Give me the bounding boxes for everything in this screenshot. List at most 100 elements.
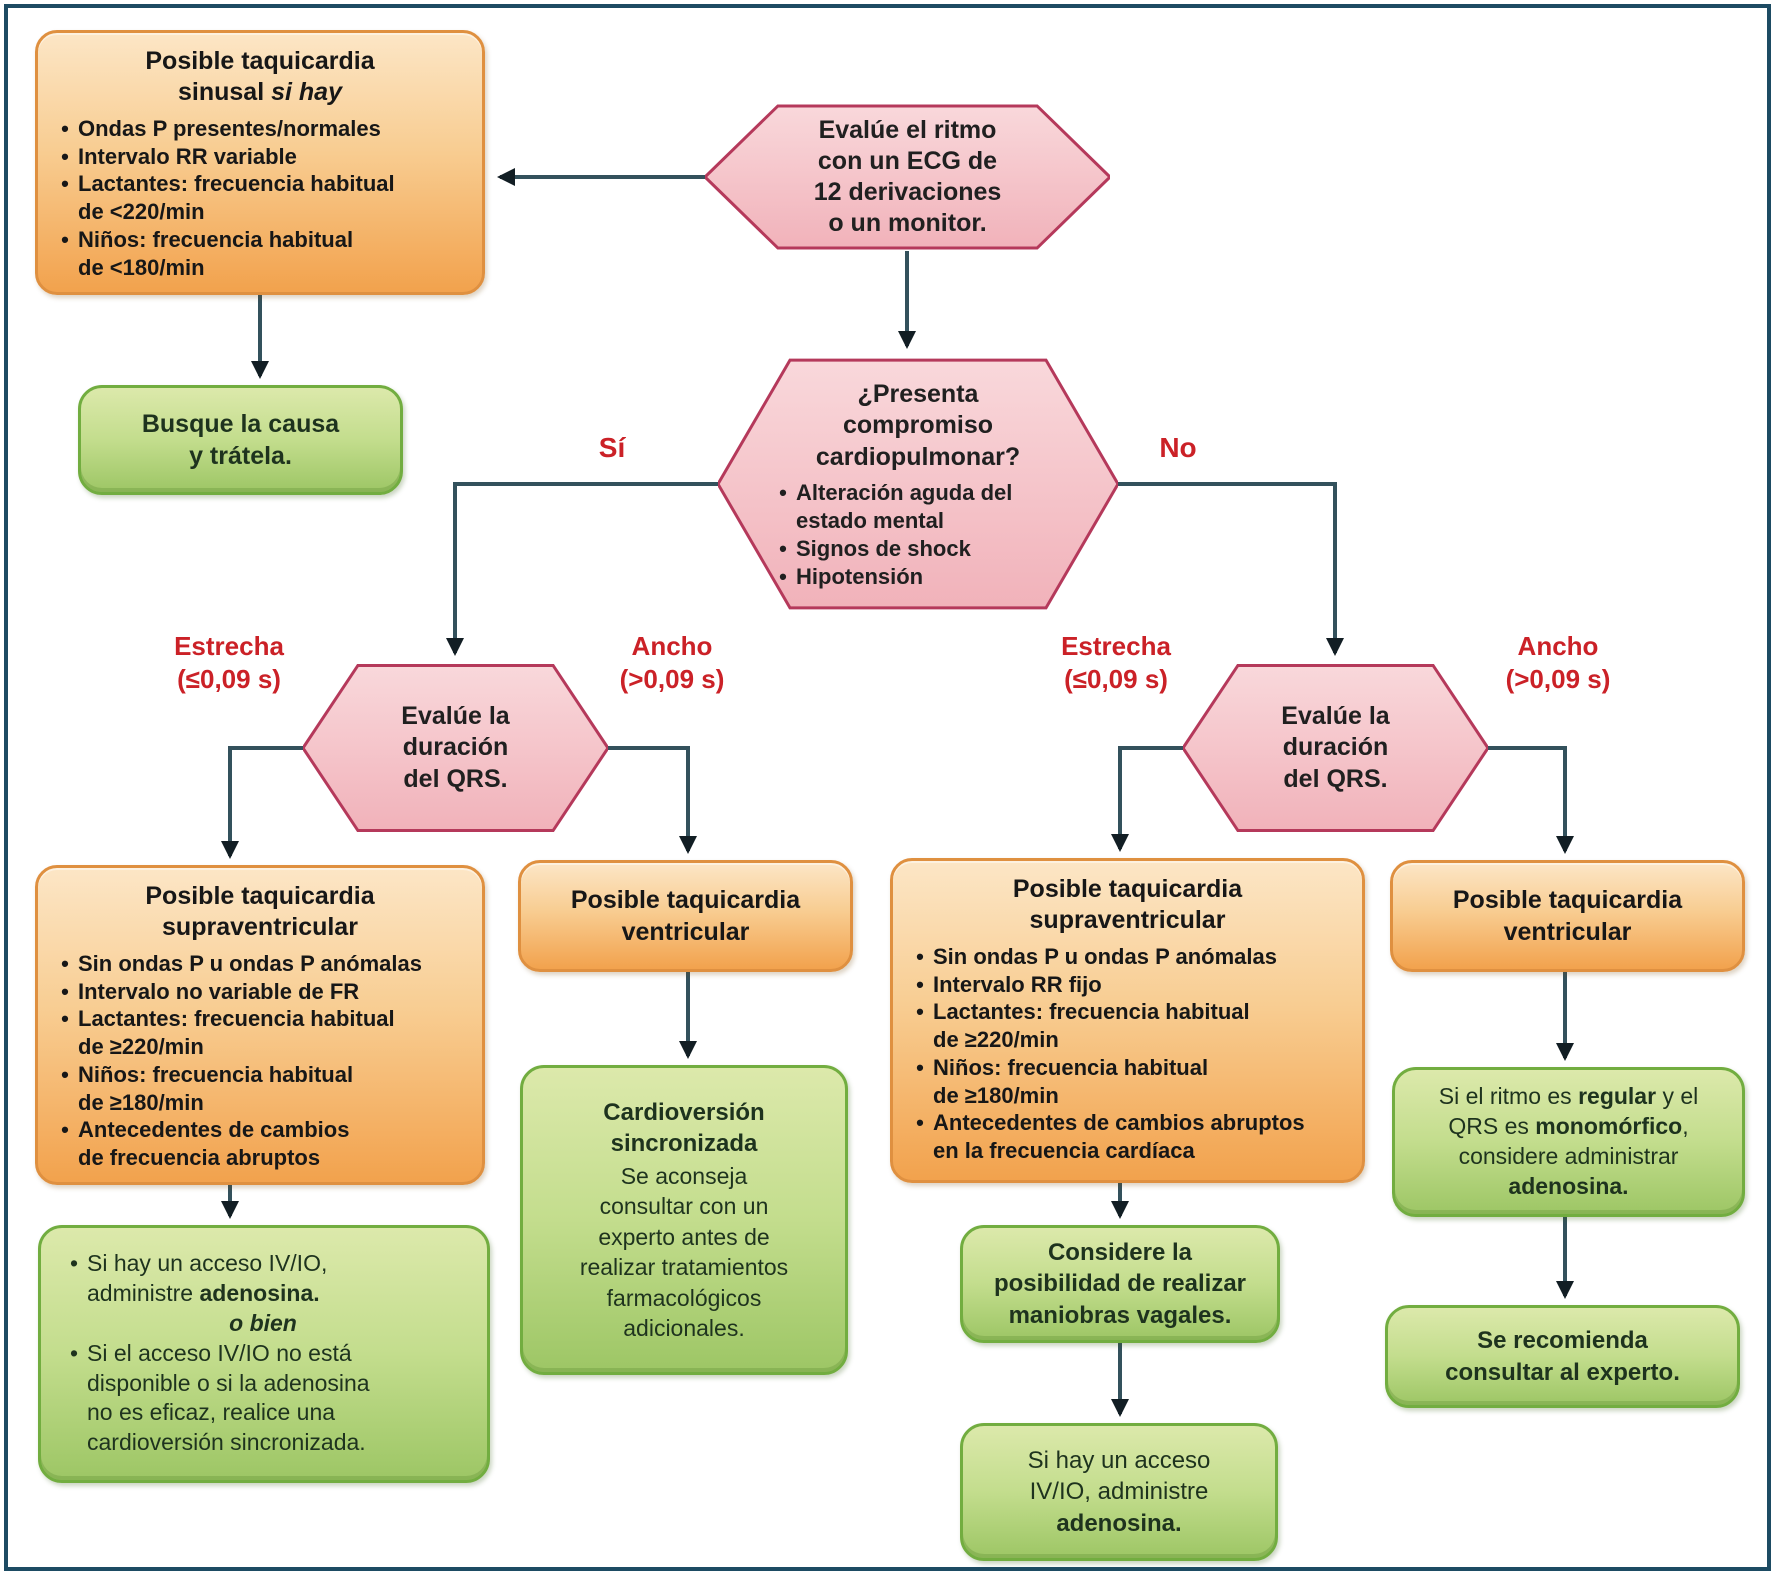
branch-label-wide-right: Ancho (>0,09 s) <box>1458 630 1658 695</box>
branch-label-narrow-left: Estrecha (≤0,09 s) <box>129 630 329 695</box>
hexagon-shape <box>303 662 608 834</box>
bullet-item: • Sin ondas P u ondas P anómalas <box>52 950 470 978</box>
bullet-dot: • <box>779 563 787 589</box>
bullet-dot: • <box>61 226 69 252</box>
or-else-text: o bien <box>229 1309 297 1336</box>
bullet-dot: • <box>61 951 69 976</box>
branch-label-word: Estrecha <box>174 631 284 661</box>
bullet-text: Ondas P presentes/normales <box>78 116 381 141</box>
branch-label-narrow-right: Estrecha (≤0,09 s) <box>1016 630 1216 695</box>
bullet-dot: • <box>916 944 924 969</box>
hexagon-shape <box>1183 662 1488 834</box>
bullet-text: Intervalo RR variable <box>78 143 297 169</box>
bullet-dot: • <box>61 143 69 169</box>
bullet-item: • Sin ondas P u ondas P anómalas <box>907 943 1350 971</box>
bullet-dot: • <box>61 171 69 197</box>
hexagon-polygon <box>705 106 1110 248</box>
bullet-item: • Intervalo no variable de FR <box>52 978 470 1006</box>
hexagon-polygon <box>1183 665 1488 830</box>
bullet-dot: • <box>779 479 787 505</box>
bullet-text: Intervalo no variable de FR <box>78 978 360 1004</box>
bullet-text: Sin ondas P u ondas P anómalas <box>78 951 422 976</box>
branch-label-word: Ancho <box>1517 631 1599 661</box>
bullet-text: Sin ondas P u ondas P anómalas <box>933 944 1277 969</box>
bullet-item: • Hipotensión <box>770 563 1066 591</box>
branch-label-yes: Sí <box>598 432 626 463</box>
bullet-dot: • <box>69 1250 79 1276</box>
bullet-item: • Ondas P presentes/normales <box>52 115 470 143</box>
branch-label-range: (≤0,09 s) <box>177 663 281 694</box>
bullet-list: • Si hay un acceso IV/IO,administre aden… <box>47 1242 477 1458</box>
hexagon-shape <box>705 103 1110 251</box>
bullet-text: Intervalo RR fijo <box>933 971 1102 997</box>
bullet-dot: • <box>61 1117 69 1143</box>
bullet-dot: • <box>916 1054 924 1080</box>
hexagon-shape <box>718 355 1118 613</box>
bullet-dot: • <box>61 1061 69 1087</box>
bullet-dot: • <box>916 971 924 997</box>
bullet-text: Si hay un acceso IV/IO,administre adenos… <box>87 1250 328 1306</box>
bullet-dot: • <box>61 978 69 1004</box>
bullet-dot: • <box>916 999 924 1025</box>
hexagon-polygon <box>303 665 608 830</box>
branch-label-range: (>0,09 s) <box>619 663 725 694</box>
bullet-list: • Sin ondas P u ondas P anómalas • Interval… <box>38 943 482 1172</box>
bullet-item: • Si hay un acceso IV/IO,administre aden… <box>61 1249 465 1309</box>
branch-label-no: No <box>1159 432 1197 463</box>
bullet-dot: • <box>61 1006 69 1032</box>
bullet-list: • Ondas P presentes/normales • Intervalo RR… <box>38 108 482 281</box>
bullet-text: Hipotensión <box>796 563 924 589</box>
bullet-dot: • <box>61 116 69 141</box>
bullet-list: • Sin ondas P u ondas P anómalas • Interval… <box>893 936 1362 1165</box>
bullet-dot: • <box>779 535 787 561</box>
bullet-dot: • <box>916 1110 924 1136</box>
bullet-text: Signos de shock <box>796 535 971 561</box>
bullet-item: • Intervalo RR variable <box>52 143 470 171</box>
